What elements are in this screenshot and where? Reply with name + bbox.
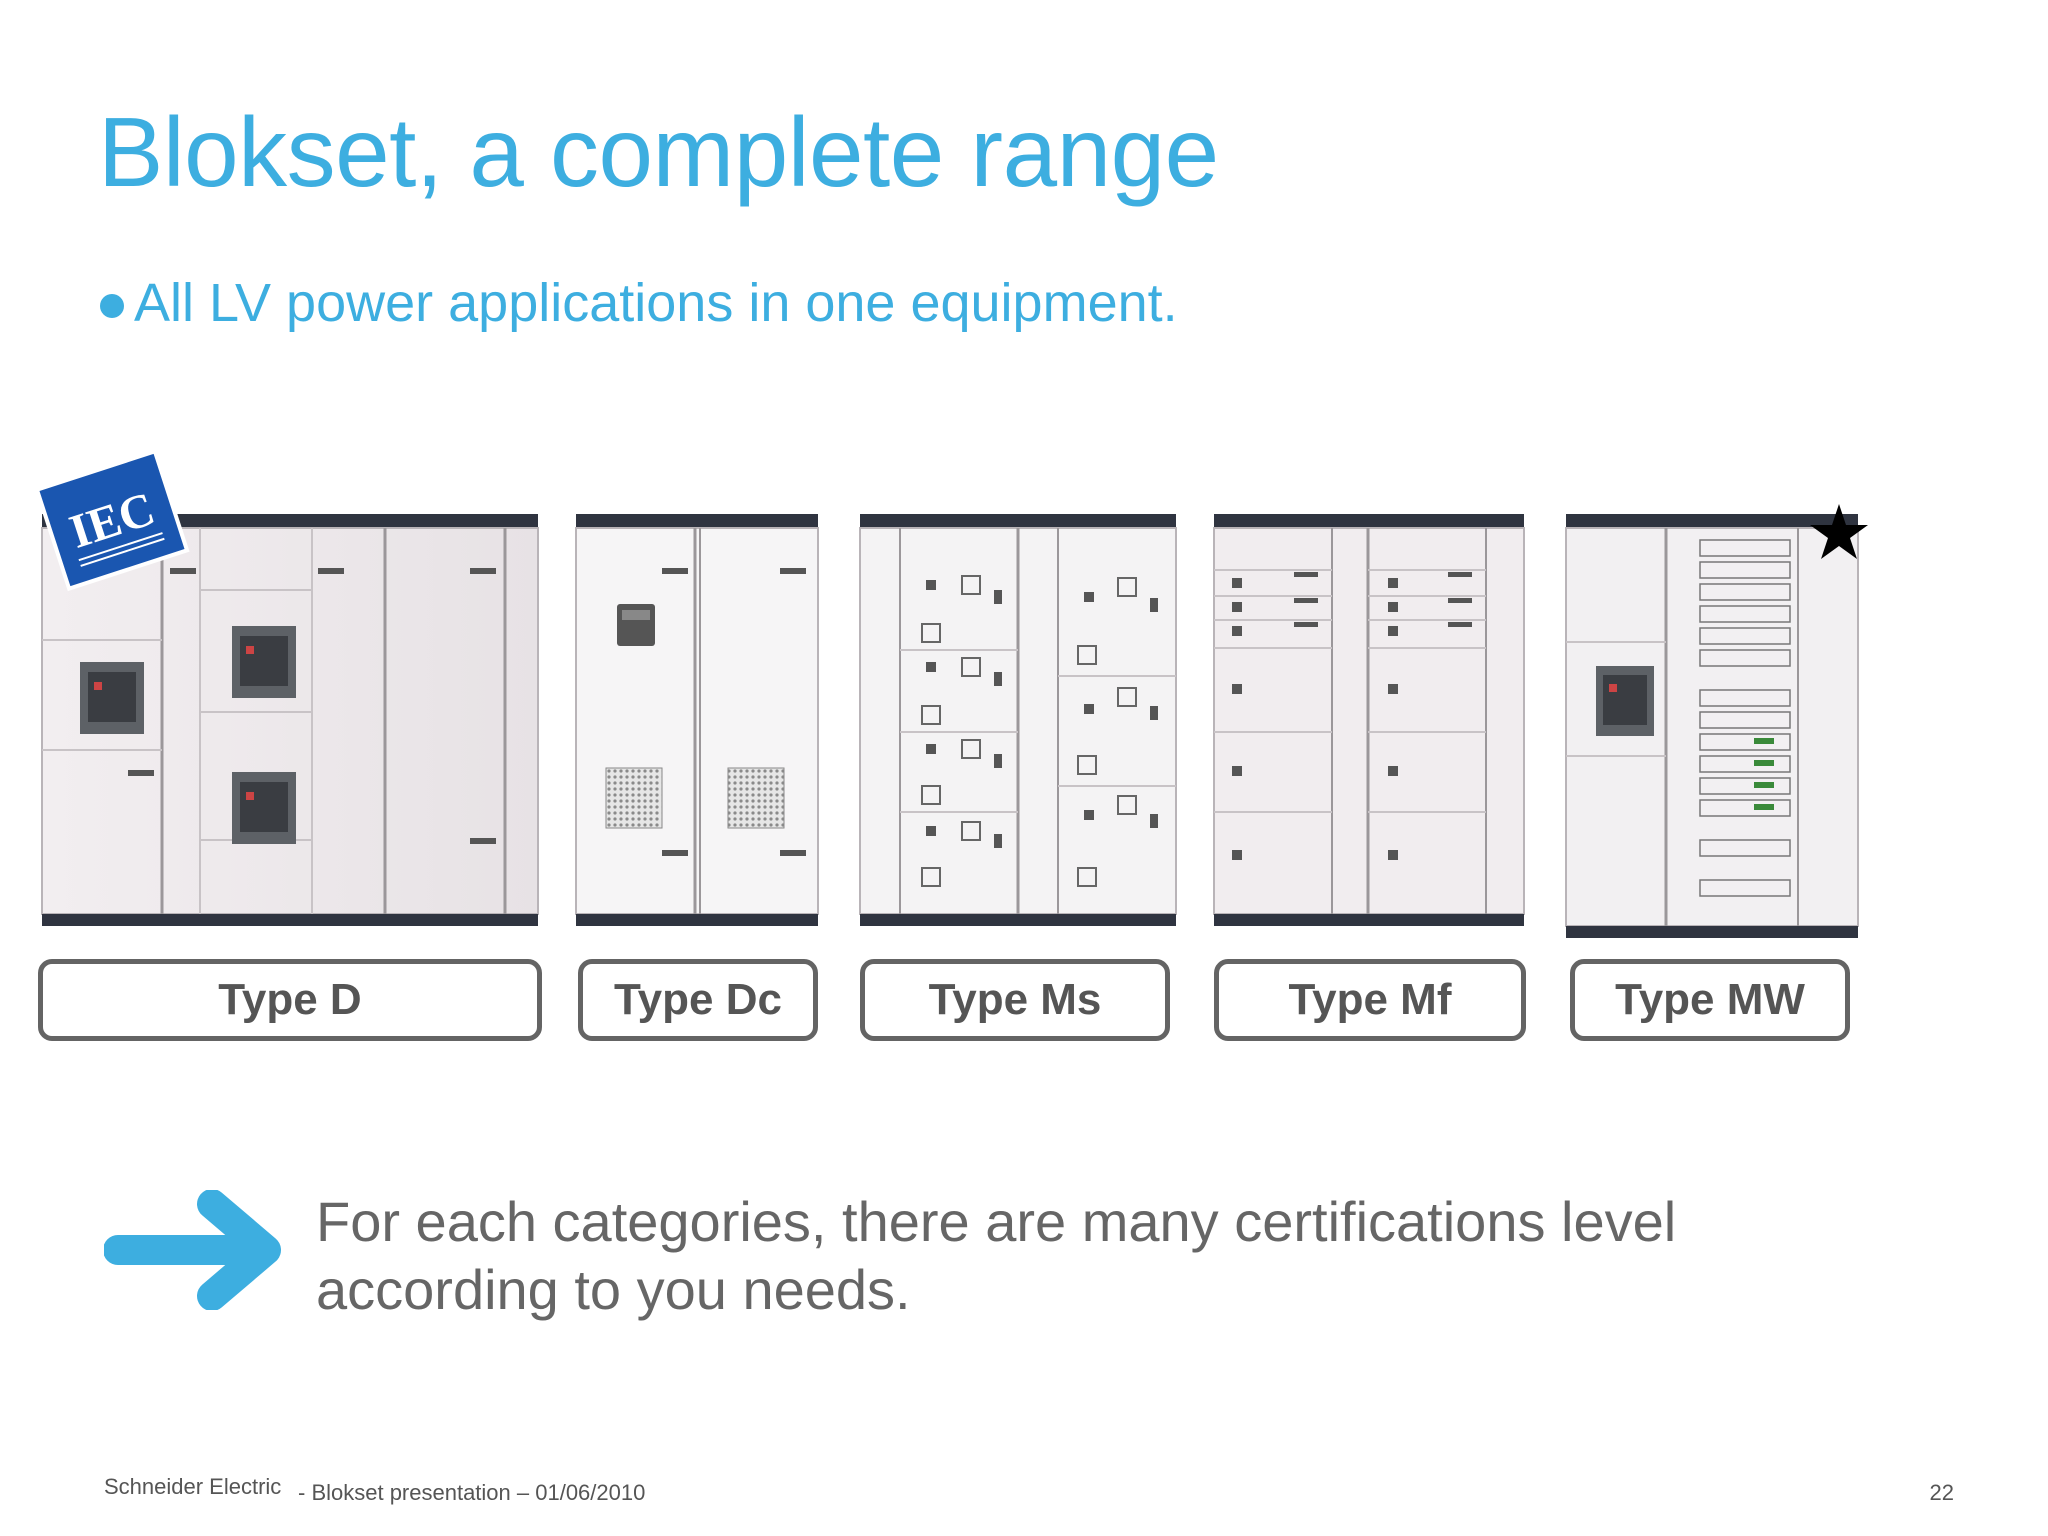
arrow-right-icon: [104, 1190, 281, 1310]
label-type-ms: Type Ms: [860, 959, 1170, 1041]
note-text: For each categories, there are many cert…: [316, 1190, 1677, 1321]
footer-presentation: - Blokset presentation – 01/06/2010: [298, 1480, 646, 1505]
label-type-mw: Type MW: [1570, 959, 1850, 1041]
page-number: 22: [1929, 1480, 1954, 1505]
iec-logo: IEC: [34, 448, 190, 592]
cabinet-type-ms: [859, 514, 1177, 926]
cabinet-type-d: [41, 514, 539, 926]
cabinet-type-mw: [1565, 514, 1859, 938]
cabinet-type-dc: [575, 514, 819, 926]
bullet-dot-icon: [100, 294, 124, 318]
label-type-mf: Type Mf: [1214, 959, 1526, 1041]
label-type-dc: Type Dc: [578, 959, 818, 1041]
slide-title: Blokset, a complete range: [98, 97, 1219, 207]
bullet-text: All LV power applications in one equipme…: [134, 273, 1178, 333]
star-icon: [1810, 504, 1868, 559]
cabinet-type-mf: [1213, 514, 1525, 926]
footer-company: Schneider Electric: [104, 1474, 282, 1499]
bullet-item: All LV power applications in one equipme…: [100, 272, 1178, 334]
label-type-d: Type D: [38, 959, 542, 1041]
switchboard-illustrations: IEC: [34, 448, 1868, 938]
